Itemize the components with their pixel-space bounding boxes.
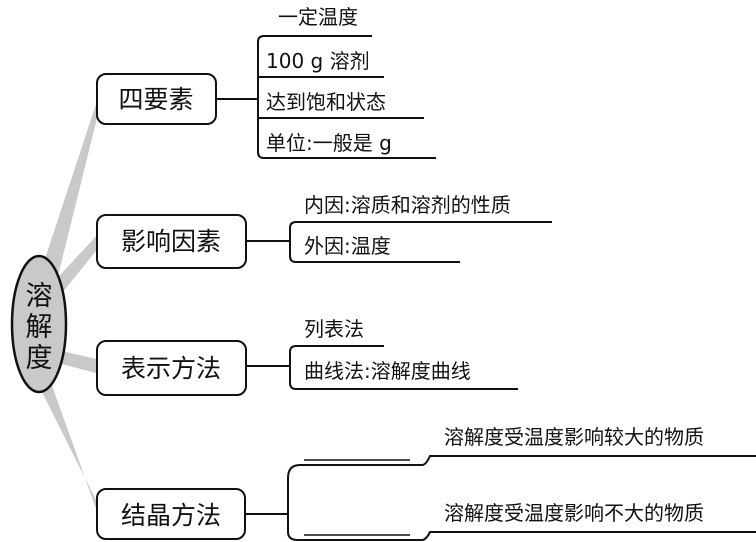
branch-label-1: 四要素 (118, 85, 193, 114)
spoke-1 (34, 92, 100, 300)
leaf-1-2: 100 g 溶剂 (266, 49, 370, 73)
leaf-4-2: 溶解度受温度影响不大的物质 (444, 501, 704, 525)
leaf-3-1: 列表法 (304, 317, 364, 341)
leaf-3-2: 曲线法:溶解度曲线 (304, 359, 471, 383)
branch-four-elements: 四要素 一定温度 100 g 溶剂 达到饱和状态 单位:一般是 g (96, 5, 436, 159)
branch-influencing-factors: 影响因素 内因:溶质和溶剂的性质 外因:温度 (96, 193, 552, 269)
branch-label-3: 表示方法 (121, 354, 221, 383)
root-char-1: 溶 (26, 281, 53, 312)
root-char-3: 度 (26, 343, 53, 374)
branch-representation-methods: 表示方法 列表法 曲线法:溶解度曲线 (96, 317, 518, 396)
root-char-2: 解 (26, 312, 53, 343)
leaf-2-2: 外因:温度 (304, 234, 391, 258)
leaf-1-4: 单位:一般是 g (266, 131, 392, 155)
branch-label-2: 影响因素 (121, 227, 221, 256)
spoke-3 (54, 350, 100, 374)
leaf-1-3: 达到饱和状态 (266, 90, 386, 114)
branch-label-4: 结晶方法 (121, 501, 221, 530)
root-node (10, 254, 68, 394)
branch-box-3 (96, 340, 247, 396)
leaf-4-1: 溶解度受温度影响较大的物质 (444, 425, 704, 449)
spoke-4 (36, 380, 100, 520)
leaf-1-1: 一定温度 (278, 5, 358, 29)
branch-crystallization-methods: 结晶方法 溶解度受温度影响较大的物质 溶解度受温度影响不大的物质 (96, 425, 756, 541)
leaf-2-1: 内因:溶质和溶剂的性质 (304, 193, 511, 217)
